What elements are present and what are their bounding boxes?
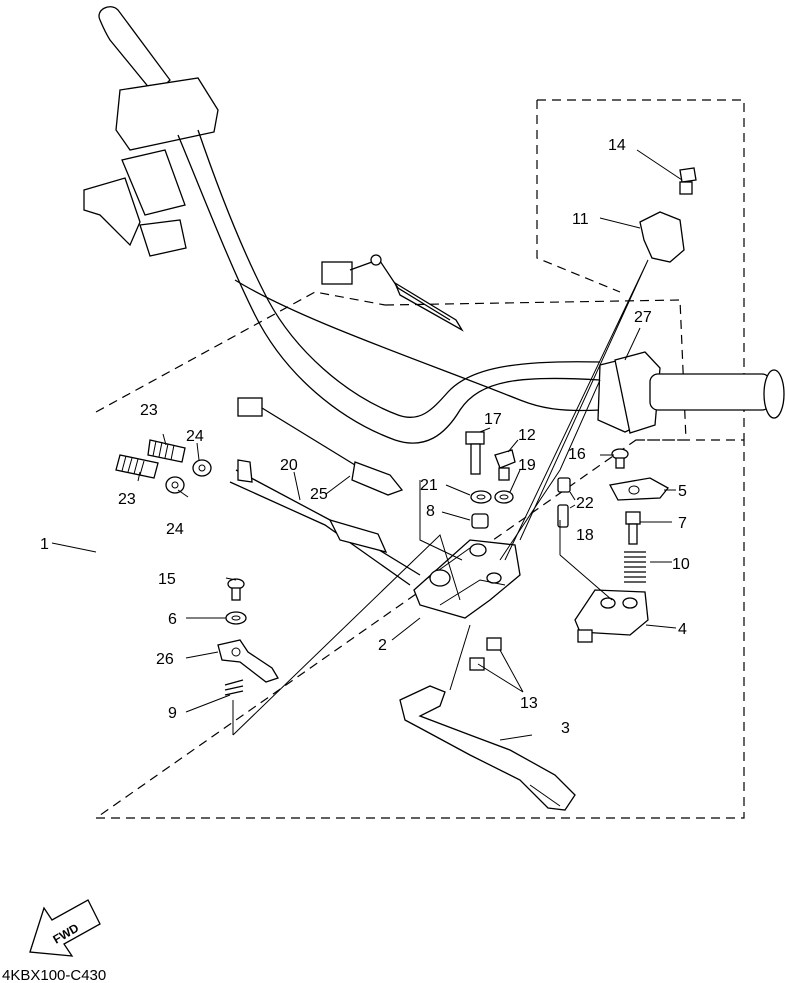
callout-15: 15	[158, 571, 176, 588]
adjuster-23-lower	[115, 454, 159, 479]
callout-2: 2	[378, 637, 387, 654]
plate-5	[609, 477, 669, 501]
callout-14: 14	[608, 137, 626, 154]
callout-27: 27	[634, 309, 652, 326]
switch-wire-harness	[321, 254, 464, 332]
washer-24-lower	[165, 476, 185, 494]
pin-22	[557, 477, 571, 493]
callout-1: 1	[40, 536, 49, 553]
switch-assembly-boundary	[536, 99, 745, 440]
bolt-17	[465, 431, 485, 475]
assembly-1-boundary	[94, 291, 745, 819]
callout-25: 25	[310, 486, 328, 503]
clutch-lever-3	[399, 685, 576, 811]
callout-21: 21	[420, 477, 438, 494]
plate-26	[217, 639, 279, 683]
collar-8	[471, 513, 489, 529]
callout-17: 17	[484, 411, 502, 428]
callout-8: 8	[426, 503, 435, 520]
callout-16: 16	[568, 446, 586, 463]
switch-body-4	[574, 589, 649, 643]
nut-13-upper	[486, 637, 502, 651]
washer-21	[470, 490, 492, 504]
callout-13: 13	[520, 695, 538, 712]
callout-5: 5	[678, 483, 687, 500]
screw-15	[227, 578, 245, 601]
washer-19	[494, 490, 514, 504]
callout-23-lower: 23	[118, 491, 136, 508]
washer-24-upper	[192, 459, 212, 477]
callout-4: 4	[678, 621, 687, 638]
callout-20: 20	[280, 457, 298, 474]
nut-13-lower	[469, 657, 485, 671]
pin-7	[625, 511, 641, 545]
adjuster-23-upper	[147, 439, 186, 463]
leader-lines	[51, 149, 683, 741]
spring-10	[624, 551, 646, 583]
washer-6	[225, 611, 247, 625]
cable-20	[229, 397, 421, 586]
callout-7: 7	[678, 515, 687, 532]
fwd-arrow-icon: FWD	[29, 899, 101, 957]
callout-10: 10	[672, 556, 690, 573]
bolt-16	[611, 448, 629, 469]
clamp-11	[639, 211, 685, 263]
right-grip	[597, 351, 785, 434]
screw-14	[679, 167, 697, 195]
callout-labels: 1 2 3 4 5 6 7 8 9 10 11 12 13 14 15 16 1…	[40, 137, 690, 737]
spring-9	[224, 679, 244, 696]
callout-19: 19	[518, 457, 536, 474]
callout-26: 26	[156, 651, 174, 668]
callout-11: 11	[572, 211, 589, 228]
callout-3: 3	[561, 720, 570, 737]
bolt-12	[494, 449, 516, 481]
handlebar	[83, 6, 601, 444]
callout-9: 9	[168, 705, 177, 722]
diagram-code: 4KBX100-C430	[2, 967, 106, 983]
callout-18: 18	[576, 527, 594, 544]
callout-22: 22	[576, 495, 594, 512]
callout-12: 12	[518, 427, 536, 444]
callout-24-lower: 24	[166, 521, 184, 538]
callout-23-upper: 23	[140, 402, 158, 419]
callout-6: 6	[168, 611, 177, 628]
callout-24-upper: 24	[186, 428, 204, 445]
lever-bracket-2	[413, 539, 521, 619]
